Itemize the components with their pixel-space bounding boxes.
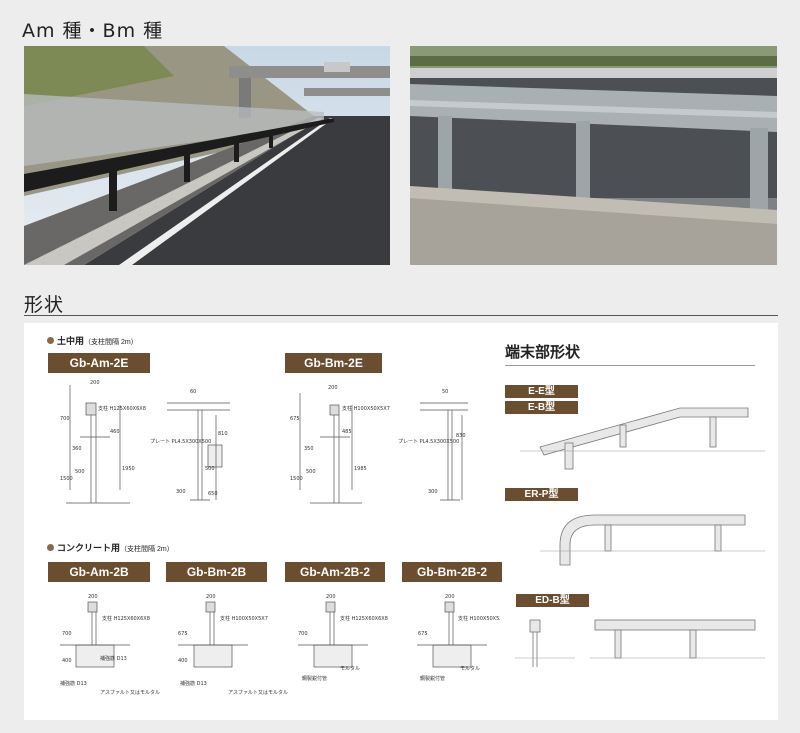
heading-divider <box>24 315 778 316</box>
dim-500-am: 500 <box>75 469 85 475</box>
tag-gb-bm-2e: Gb-Bm-2E <box>285 353 382 373</box>
dim-485-bm: 485 <box>342 429 352 435</box>
concrete-title: コンクリート用 <box>57 543 121 553</box>
drawing-e-shape <box>520 407 765 470</box>
tag-ed-b: ED-B型 <box>516 594 589 607</box>
dim-700-am2b2: 700 <box>298 631 308 637</box>
dim-810-am: 810 <box>218 431 228 437</box>
drawing-concrete-posts: 200 支柱 H125X60X6X8 700 400 補強筋 D13 補強筋 D… <box>60 594 500 696</box>
dim-1950-am: 1950 <box>122 466 135 472</box>
dim-300-am: 300 <box>176 489 186 495</box>
dim-200-am2b: 200 <box>88 594 98 600</box>
dim-200-bm: 200 <box>328 385 338 391</box>
concrete-note: （支柱間隔 2m） <box>120 546 174 553</box>
end-shape-title: 端末部形状 <box>505 344 581 361</box>
label-asphalt-bm2b: アスファルト又はモルタル <box>228 689 288 696</box>
tag-gb-am-2b: Gb-Am-2B <box>48 562 150 582</box>
label-post-am: 支柱 H125X60X6X8 <box>98 405 146 412</box>
dim-700-am: 700 <box>60 416 70 422</box>
section-heading-shape: 形状 <box>24 294 65 316</box>
label-pipe-am2b2: 鋼製鋭付管 <box>302 675 327 682</box>
soil-title: 土中用 <box>57 336 85 346</box>
dim-400-am2b: 400 <box>62 658 72 664</box>
dim-350-bm: 350 <box>304 446 314 452</box>
dim-675-bm2b: 675 <box>178 631 188 637</box>
dim-675-bm2b2: 675 <box>418 631 428 637</box>
dim-500-bm: 500 <box>306 469 316 475</box>
dim-675-bm: 675 <box>290 416 300 422</box>
dim-830-bm: 830 <box>456 433 466 439</box>
dim-1500-am: 1500 <box>60 476 73 482</box>
dim-300-bm: 300 <box>428 489 438 495</box>
tag-gb-am-2b-2: Gb-Am-2B-2 <box>285 562 385 582</box>
dim-200-bm2b: 200 <box>206 594 216 600</box>
label-pipe-bm2b2: 鋼製鋭付管 <box>420 675 445 682</box>
bullet-icon <box>47 337 54 344</box>
dim-400-bm2b: 400 <box>178 658 188 664</box>
label-post-am2b: 支柱 H125X60X6X8 <box>102 615 150 622</box>
dim-500-am-side: 500 <box>205 466 215 472</box>
label-post-bm: 支柱 H100X50X5X7 <box>342 405 390 412</box>
dim-700-am2b: 700 <box>62 631 72 637</box>
tag-gb-bm-2b: Gb-Bm-2B <box>166 562 267 582</box>
label-mortar-bm2b2: モルタル <box>460 665 480 672</box>
dim-460-am: 460 <box>110 429 120 435</box>
tag-gb-bm-2b-2: Gb-Bm-2B-2 <box>402 562 502 582</box>
dim-1985-bm: 1985 <box>354 466 367 472</box>
guardrail-photo-road <box>24 46 390 265</box>
label-asphalt-am2b: アスファルト又はモルタル <box>100 689 160 696</box>
soil-note: （支柱間隔 2m） <box>84 339 138 346</box>
label-rebar-bm2b: 補強筋 D13 <box>180 680 207 687</box>
label-post-bm2b2: 支柱 H100X50X5X7 <box>458 615 500 622</box>
dim-60-am: 60 <box>190 389 196 395</box>
concrete-section-title: コンクリート用（支柱間隔 2m） <box>47 541 174 554</box>
label-plate-am: プレート PL4.5X300X500 <box>150 439 211 445</box>
dim-200-bm2b2: 200 <box>445 594 455 600</box>
label-post-bm2b: 支柱 H100X50X5X7 <box>220 615 268 622</box>
drawing-soil-posts: 200 支柱 H125X60X6X8 700 460 360 1500 500 … <box>60 380 468 504</box>
tag-e-e: E-E型 <box>505 385 578 398</box>
dim-200-am: 200 <box>90 380 100 386</box>
label-mortar-am2b2: モルタル <box>340 665 360 672</box>
dim-360-am: 360 <box>72 446 82 452</box>
soil-section-title: 土中用（支柱間隔 2m） <box>47 334 138 347</box>
label-rebar2-am2b: 補強筋 D13 <box>60 680 87 687</box>
label-rebar-am2b: 補強筋 D13 <box>100 655 127 662</box>
tag-gb-am-2e: Gb-Am-2E <box>48 353 150 373</box>
dim-1500-bm: 1500 <box>290 476 303 482</box>
label-post-am2b2: 支柱 H125X60X6X8 <box>340 615 388 622</box>
dim-200-am2b2: 200 <box>326 594 336 600</box>
guardrail-photo-closeup <box>410 46 777 265</box>
tag-e-b: E-B型 <box>505 401 578 414</box>
drawing-er-p-shape <box>540 514 765 566</box>
bullet-icon <box>47 544 54 551</box>
tag-er-p: ER-P型 <box>505 488 578 501</box>
drawing-ed-b-shape <box>515 619 765 667</box>
label-plate-bm: プレート PL4.5X300X500 <box>398 439 459 445</box>
section-heading-types: Am 種・Bm 種 <box>22 20 164 42</box>
dim-50-bm: 50 <box>442 389 448 395</box>
end-title-underline <box>505 365 755 366</box>
dim-650-am: 650 <box>208 491 218 497</box>
